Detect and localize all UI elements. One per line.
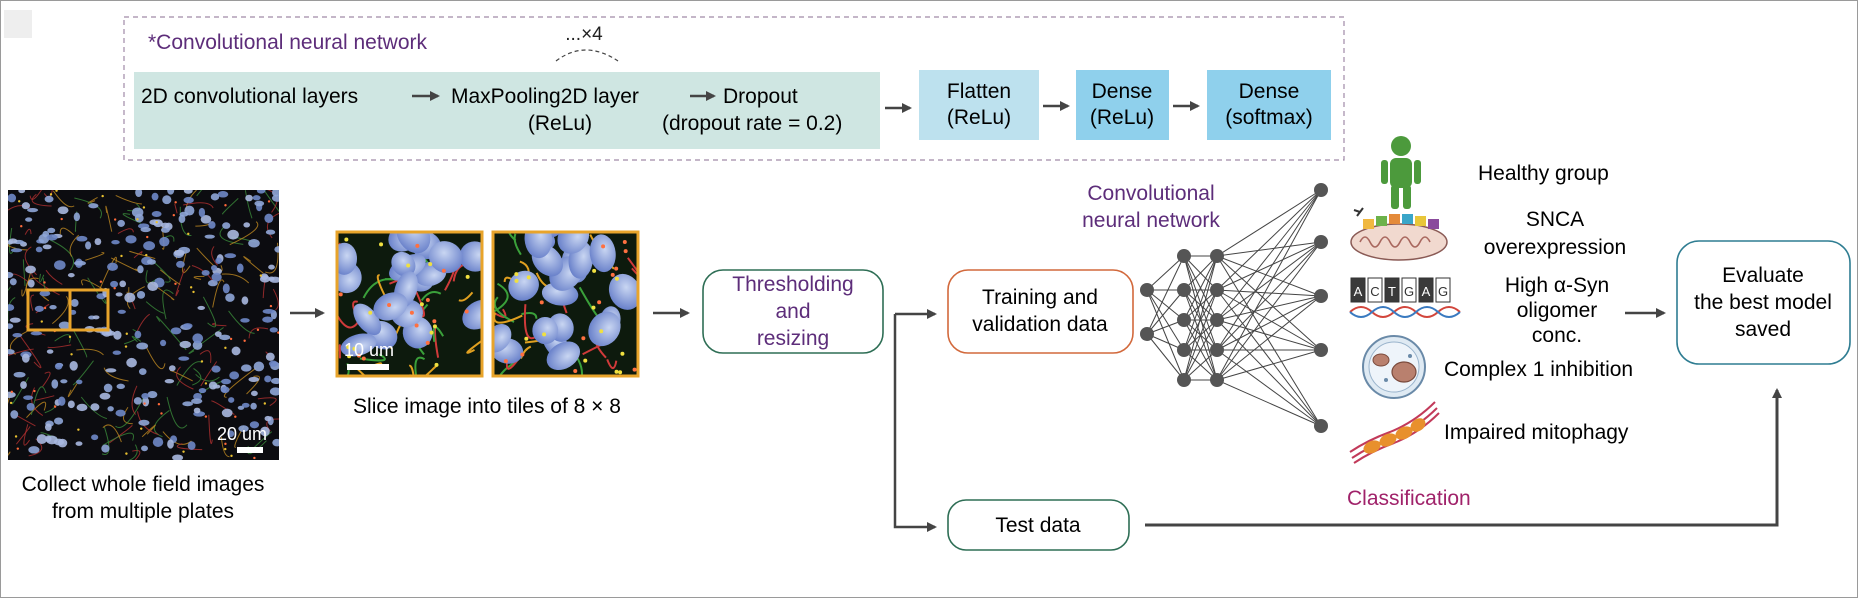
conv-layers-label: 2D convolutional layers [141, 85, 358, 108]
whole-caption-line2: from multiple plates [52, 500, 234, 523]
repeat-arc [555, 49, 619, 62]
petri-dish-icon [1362, 335, 1426, 399]
network-label-line2: neural network [1082, 209, 1220, 232]
dna-letter: G [1404, 284, 1414, 299]
mitochondria-snca-icon [1350, 207, 1448, 261]
dna-letter: G [1438, 284, 1448, 299]
tile-2-frame [491, 230, 640, 378]
evaluate-line3: saved [1735, 318, 1791, 341]
corner-marker [4, 10, 32, 38]
class-complex1: Complex 1 inhibition [1444, 358, 1633, 381]
class-healthy: Healthy group [1478, 162, 1609, 185]
tiles-caption: Slice image into tiles of 8 × 8 [353, 395, 621, 418]
training-line2: validation data [972, 313, 1108, 336]
evaluate-box [1676, 240, 1851, 365]
evaluate-line2: the best model [1694, 291, 1832, 314]
tile-1-frame [335, 230, 484, 378]
scale-bar-label-10um: 10 um [344, 340, 394, 360]
maxpool-label: MaxPooling2D layer [451, 85, 639, 108]
training-line1: Training and [982, 286, 1098, 309]
dense-relu-block [1076, 70, 1169, 140]
mitophagy-icon [1349, 401, 1440, 464]
tile-highlight-2 [68, 288, 110, 332]
evaluate-line1: Evaluate [1722, 264, 1804, 287]
thresholding-box [702, 269, 884, 354]
arrow-to-test-data [893, 314, 937, 532]
dropout-label: Dropout [723, 85, 798, 108]
class-snca-line1: SNCA [1526, 208, 1584, 231]
dna-letter: A [1422, 284, 1431, 299]
whole-field-image: 20 um [8, 190, 279, 460]
dna-letter: T [1388, 284, 1396, 299]
cnn-detail-panel: *Convolutional neural network ...×4 2D c… [123, 16, 1345, 161]
dense2-label: Dense [1239, 80, 1300, 103]
conv-block [134, 72, 880, 149]
class-snca-line2: overexpression [1484, 236, 1626, 259]
test-data-box [947, 499, 1130, 551]
cnn-title: *Convolutional neural network [148, 31, 427, 54]
dna-letter: A [1354, 284, 1363, 299]
dense-softmax-block [1207, 70, 1331, 140]
dense1-label: Dense [1092, 80, 1153, 103]
thresholding-line3: resizing [757, 327, 829, 350]
dense1-sub: (ReLu) [1090, 106, 1154, 129]
arrow-test-to-evaluate [1145, 388, 1782, 527]
class-oligomer-line3: conc. [1532, 324, 1582, 347]
dense2-sub: (softmax) [1225, 106, 1313, 129]
network-label-line1: Convolutional [1087, 182, 1214, 205]
dna-letter: C [1370, 284, 1379, 299]
thresholding-line1: Thresholding [732, 273, 853, 296]
classification-label: Classification [1347, 487, 1471, 510]
person-icon [1381, 136, 1421, 209]
dropout-sub: (dropout rate = 0.2) [662, 112, 842, 135]
figure-frame [0, 0, 1858, 598]
neural-network-graphic [1140, 183, 1328, 433]
cnn-dashed-border [123, 16, 1345, 161]
whole-caption-line1: Collect whole field images [22, 473, 265, 496]
scale-bar-10um [347, 364, 389, 370]
test-data-label: Test data [995, 514, 1081, 537]
training-validation-box [947, 269, 1134, 354]
maxpool-sub: (ReLu) [528, 112, 592, 135]
tile-images: 10 um [335, 230, 640, 378]
scale-bar-label-20um: 20 um [217, 424, 267, 444]
scale-bar-20um [237, 447, 263, 453]
class-oligomer-line1: High α-Syn [1505, 274, 1609, 297]
flatten-block [919, 70, 1039, 140]
repeat-label: ...×4 [565, 24, 603, 45]
class-mitophagy: Impaired mitophagy [1444, 421, 1629, 444]
class-oligomer-line2: oligomer [1517, 299, 1598, 322]
flatten-sub: (ReLu) [947, 106, 1011, 129]
flatten-label: Flatten [947, 80, 1011, 103]
thresholding-line2: and [775, 300, 810, 323]
